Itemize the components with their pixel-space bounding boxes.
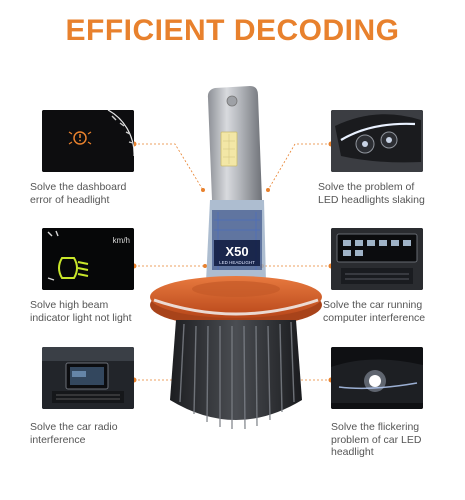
page-title: EFFICIENT DECODING — [65, 14, 400, 47]
bulb-head-screw — [226, 95, 238, 107]
caption-high-beam: Solve high beam indicator light not ligh… — [30, 299, 132, 324]
high-beam-indicator-icon — [42, 228, 134, 290]
caption-computer-interference: Solve the car running computer interfere… — [323, 299, 426, 324]
dashboard-warning-icon — [42, 110, 134, 172]
car-computer-screen-icon — [331, 228, 423, 290]
connector-dot — [266, 188, 270, 192]
flickering-headlight-thumbnail — [331, 347, 423, 409]
car-computer-thumbnail — [331, 228, 423, 290]
caption-flickering: Solve the flickering problem of car LED … — [331, 421, 422, 458]
car-radio-thumbnail — [42, 347, 134, 409]
caption-led-slaking: Solve the problem of LED headlights slak… — [318, 181, 425, 206]
dashboard-warning-thumbnail — [42, 110, 134, 172]
model-label: X50 — [225, 244, 248, 259]
model-sub-label: LED HEADLIGHT — [219, 260, 255, 265]
flickering-headlight-icon — [331, 347, 423, 409]
car-radio-icon — [42, 347, 134, 409]
caption-car-radio: Solve the car radio interference — [30, 421, 118, 446]
connector-line-dashboard — [134, 143, 204, 191]
connector-line-led — [267, 143, 331, 191]
speed-unit-label: km/h — [112, 236, 130, 245]
connector-dot — [201, 188, 205, 192]
glow-panel — [214, 240, 260, 266]
connector-dot — [203, 264, 207, 268]
high-beam-thumbnail: km/h — [42, 228, 134, 290]
caption-dashboard-error: Solve the dashboard error of headlight — [30, 181, 127, 206]
led-headlight-thumbnail — [331, 110, 423, 172]
led-headlight-icon — [331, 110, 423, 172]
